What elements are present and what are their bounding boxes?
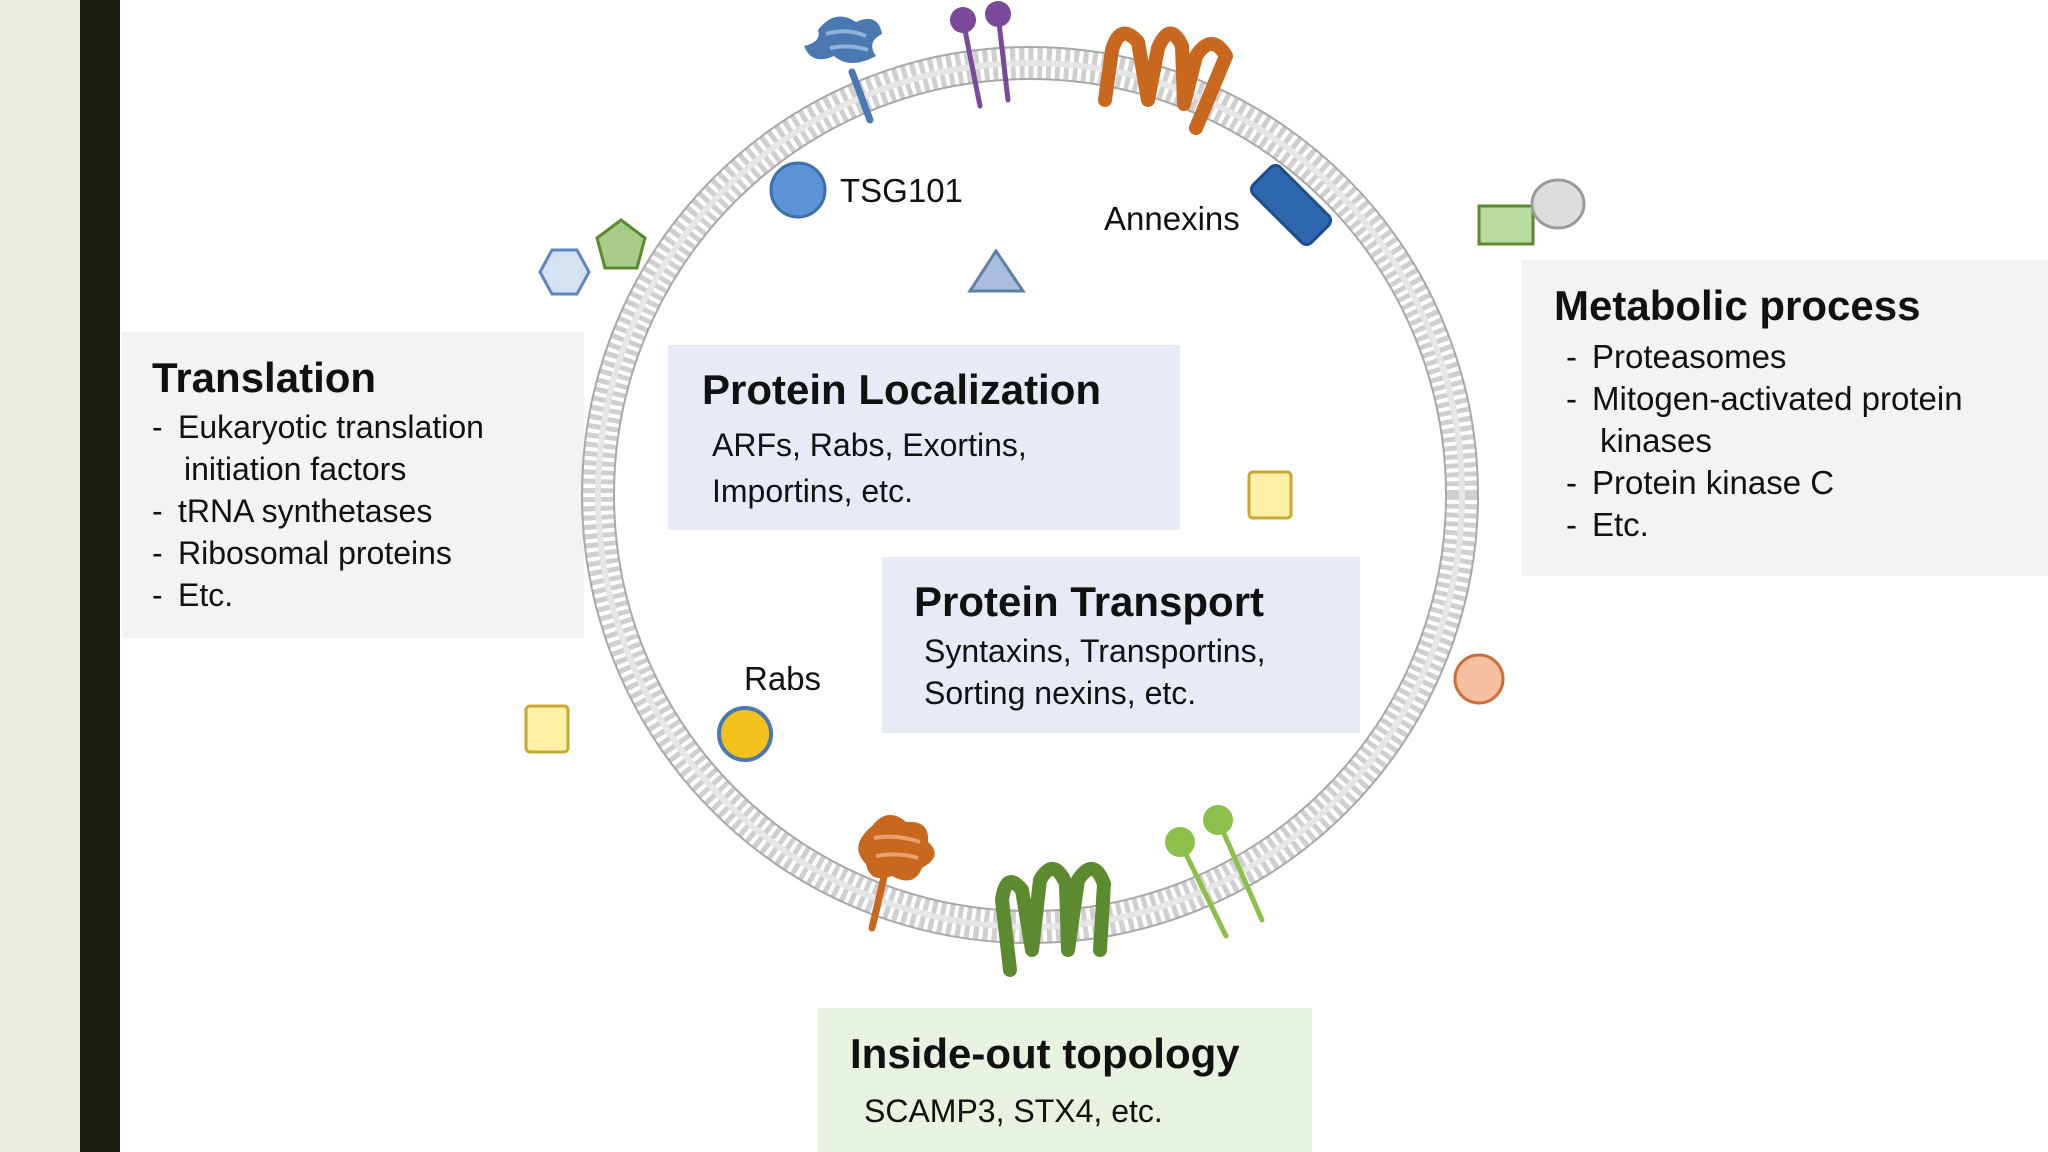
translation-title: Translation	[152, 354, 377, 401]
protein-transport-title: Protein Transport	[914, 578, 1265, 625]
protein-transport-box-bg	[882, 557, 1360, 733]
protein-localization-box-bg	[668, 345, 1180, 530]
purple-lipid-anchor-icon	[950, 1, 1011, 109]
protein-localization-line-2: Importins, etc.	[712, 473, 913, 509]
green-lipid-anchor-icon	[1165, 805, 1265, 939]
pentagon-icon	[595, 218, 647, 270]
list-item: -Mitogen-activated protein	[1566, 380, 1963, 417]
list-item: kinases	[1600, 422, 1712, 459]
triangle-icon	[967, 248, 1026, 293]
translation-list: -Eukaryotic translation initiation facto…	[152, 406, 572, 616]
protein-transport-line-1: Syntaxins, Transportins,	[924, 633, 1266, 669]
translation-box: Translation -Eukaryotic translation init…	[152, 354, 572, 616]
list-item: -Etc.	[152, 577, 234, 613]
annexins-label: Annexins	[1104, 200, 1240, 237]
hexagon-icon	[538, 248, 591, 296]
inside-out-box: Inside-out topology SCAMP3, STX4, etc.	[850, 1030, 1300, 1132]
tsg101-label: TSG101	[840, 172, 963, 209]
green-rectangle-icon	[1477, 204, 1535, 246]
metabolic-box-bg	[1522, 260, 2048, 576]
green-transmembrane-protein-icon	[995, 862, 1111, 977]
list-item: -tRNA synthetases	[152, 493, 433, 529]
metabolic-process-list: -Proteasomes -Mitogen-activated protein …	[1554, 336, 2034, 546]
left-accent-bar	[80, 0, 120, 1152]
list-item: -Protein kinase C	[1566, 464, 1835, 501]
left-margin	[0, 0, 80, 1152]
protein-localization-box: Protein Localization ARFs, Rabs, Exortin…	[702, 366, 1162, 512]
list-item: -Ribosomal proteins	[152, 535, 452, 571]
rabs-label: Rabs	[744, 660, 822, 697]
tsg101-icon	[769, 161, 827, 219]
orange-transmembrane-protein-icon	[1098, 26, 1233, 135]
inside-out-title: Inside-out topology	[850, 1030, 1240, 1077]
yellow-square-icon-left	[524, 704, 570, 754]
protein-transport-box: Protein Transport Syntaxins, Transportin…	[914, 578, 1354, 714]
blue-glycoprotein-icon	[804, 16, 882, 124]
list-item: initiation factors	[184, 451, 407, 487]
protein-transport-line-2: Sorting nexins, etc.	[924, 675, 1197, 711]
metabolic-process-box: Metabolic process -Proteasomes -Mitogen-…	[1554, 282, 2034, 546]
inside-out-box-bg	[818, 1008, 1312, 1152]
protein-localization-line-1: ARFs, Rabs, Exortins,	[712, 427, 1027, 463]
list-item: -Etc.	[1566, 506, 1649, 543]
rabs-icon	[717, 706, 773, 762]
inside-out-line: SCAMP3, STX4, etc.	[864, 1093, 1163, 1129]
yellow-square-icon	[1247, 470, 1293, 520]
orange-glycoprotein-icon	[858, 814, 935, 932]
translation-box-bg	[122, 332, 584, 638]
list-item: -Proteasomes	[1566, 338, 1787, 375]
salmon-circle-icon	[1453, 653, 1505, 705]
annexin-icon	[1249, 163, 1333, 247]
list-item: -Eukaryotic translation	[152, 409, 484, 445]
protein-localization-title: Protein Localization	[702, 366, 1102, 413]
gray-oval-icon	[1530, 178, 1586, 230]
metabolic-process-title: Metabolic process	[1554, 282, 1921, 329]
